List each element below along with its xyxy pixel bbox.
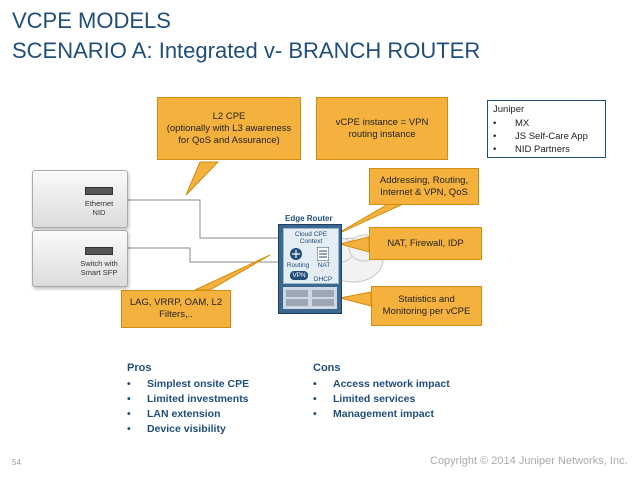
pros-item: •Limited investments — [127, 393, 249, 405]
callout-l2-cpe: L2 CPE (optionally with L3 awareness for… — [157, 97, 301, 160]
cons-section: Cons •Access network impact •Limited ser… — [313, 362, 513, 422]
pros-item: •LAN extension — [127, 408, 221, 420]
nat-label: NAT — [317, 262, 331, 269]
page-number: 54 — [12, 458, 21, 467]
juniper-item: •NID Partners — [493, 144, 570, 155]
juniper-heading: Juniper — [493, 104, 525, 115]
cloud-cpe-context: Cloud CPE Context Routing NAT VPN DHCP — [283, 228, 339, 284]
pros-title: Pros — [127, 362, 152, 374]
switch-label: Switch with Smart SFP — [80, 259, 118, 277]
ethernet-nid-device: Ethernet NID — [32, 170, 128, 228]
port-icon — [85, 247, 113, 255]
juniper-item: •MX — [493, 118, 530, 129]
router-slots — [283, 287, 337, 309]
port-icon — [85, 187, 113, 195]
juniper-item: •JS Self-Care App — [493, 131, 588, 142]
pros-item: •Simplest onsite CPE — [127, 378, 250, 390]
callout-statistics: Statistics and Monitoring per vCPE — [371, 286, 482, 326]
cloud-cpe-label: Cloud CPE Context — [294, 231, 328, 245]
title-line-1: VCPE MODELS — [12, 8, 171, 33]
edge-router-label: Edge Router — [285, 214, 333, 223]
callout-vcpe-instance: vCPE instance = VPN routing instance — [316, 97, 448, 160]
pros-item: •Device visibility — [127, 423, 226, 435]
switch-device: Switch with Smart SFP — [32, 230, 128, 287]
cons-item: •Management impact — [313, 408, 434, 420]
callout-nat-firewall: NAT, Firewall, IDP — [369, 227, 482, 260]
nat-icon — [317, 247, 329, 261]
cons-item: •Limited services — [313, 393, 416, 405]
dhcp-label: DHCP — [313, 276, 333, 283]
callout-lag-vrrp: LAG, VRRP, OAM, L2 Filters,.. — [121, 290, 231, 328]
cons-item: •Access network impact — [313, 378, 450, 390]
pros-section: Pros •Simplest onsite CPE •Limited inves… — [127, 362, 307, 437]
router-icon — [290, 248, 302, 260]
vpn-label: VPN — [292, 272, 306, 279]
edge-router: Cloud CPE Context Routing NAT VPN DHCP — [278, 224, 342, 314]
vpn-badge: VPN — [290, 271, 308, 280]
title-line-2: SCENARIO A: Integrated v- BRANCH ROUTER — [12, 38, 481, 63]
ethernet-nid-label: Ethernet NID — [84, 199, 114, 217]
callout-addressing: Addressing, Routing, Internet & VPN, QoS — [369, 168, 479, 205]
cons-title: Cons — [313, 362, 341, 374]
juniper-box: Juniper •MX •JS Self-Care App •NID Partn… — [487, 100, 606, 158]
copyright: Copyright © 2014 Juniper Networks, Inc. — [430, 455, 628, 467]
routing-label: Routing — [286, 262, 310, 269]
